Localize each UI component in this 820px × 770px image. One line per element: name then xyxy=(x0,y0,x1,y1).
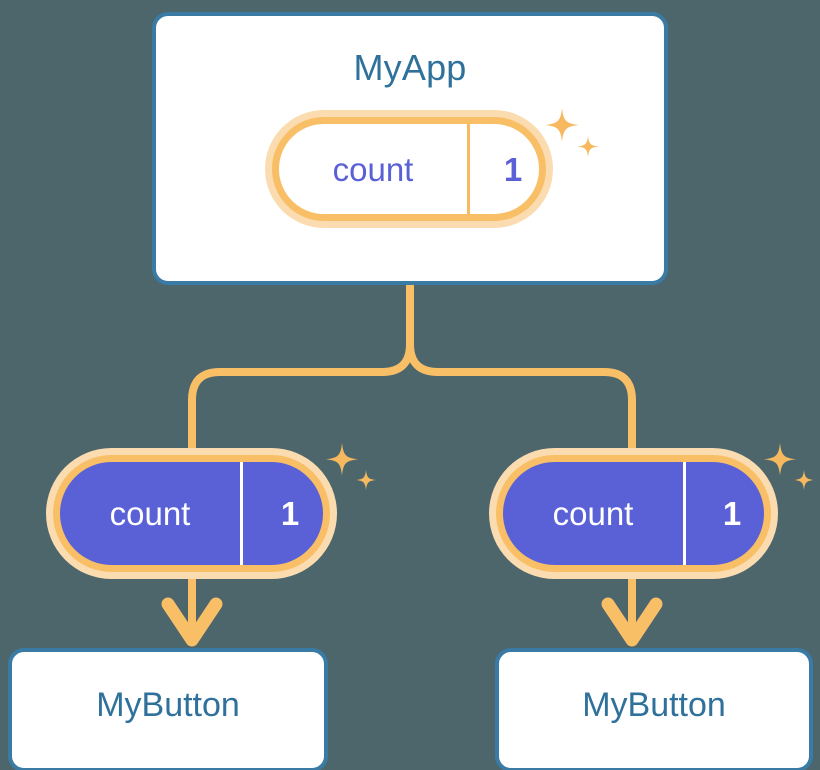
left-leaf-title: MyButton xyxy=(96,686,240,724)
state-pill-left-value: 1 xyxy=(280,495,300,532)
left-leaf-component-card[interactable]: MyButton xyxy=(8,648,328,770)
right-leaf-component-card[interactable]: MyButton xyxy=(495,648,813,770)
right-leaf-title: MyButton xyxy=(582,686,726,724)
page-title: MyApp xyxy=(353,47,467,88)
state-pill-left[interactable]: count 1 xyxy=(46,448,337,579)
state-pill-left-body: count 1 xyxy=(53,455,330,572)
connector-branch-left xyxy=(188,340,414,452)
state-pill-root-divider xyxy=(467,124,470,214)
state-pill-right-divider xyxy=(683,462,686,565)
state-pill-root-key: count xyxy=(332,150,414,188)
state-pill-root[interactable]: count 1 xyxy=(265,110,553,228)
connector-branch-right xyxy=(406,340,636,452)
state-pill-right-key: count xyxy=(552,495,634,532)
state-pill-left-key: count xyxy=(109,495,191,532)
state-pill-right-body: count 1 xyxy=(496,455,771,572)
state-pill-root-body: count 1 xyxy=(272,117,546,221)
state-pill-root-value: 1 xyxy=(503,150,523,188)
state-pill-left-divider xyxy=(240,462,243,565)
down-arrow-icon-left xyxy=(161,597,223,647)
down-arrow-icon-right xyxy=(601,597,663,647)
state-pill-right-value: 1 xyxy=(722,495,742,532)
state-pill-right[interactable]: count 1 xyxy=(489,448,778,579)
